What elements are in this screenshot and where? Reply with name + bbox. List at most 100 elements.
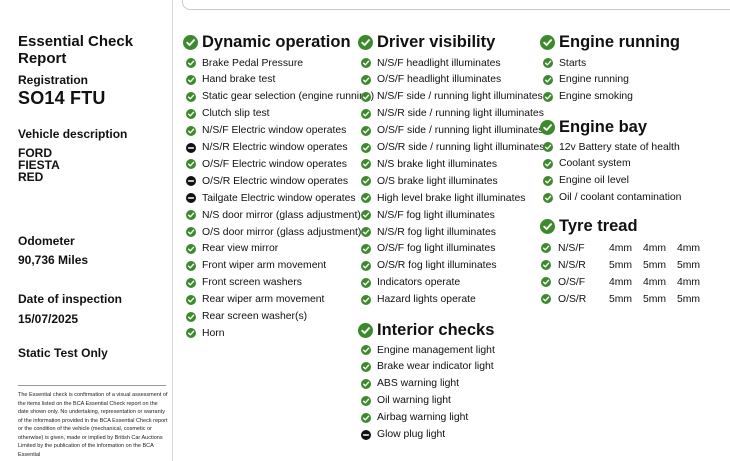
check-item-label: N/S/F fog light illuminates: [377, 209, 495, 221]
check-item-label: N/S/R side / running light illuminates: [377, 108, 544, 120]
tyre-position: O/S/F: [558, 276, 586, 288]
tread-depth: 4mm: [643, 276, 667, 288]
disclaimer-divider: [18, 385, 166, 386]
check-icon: [186, 210, 196, 221]
check-item: Front wiper arm movement: [186, 259, 326, 273]
check-item-label: 12v Battery state of health: [559, 141, 680, 153]
check-item: Indicators operate: [361, 276, 460, 290]
tread-depth: 5mm: [609, 259, 633, 271]
inspection-date-label: Date of inspection: [18, 292, 123, 306]
odometer-label: Odometer: [18, 234, 75, 248]
check-icon: [186, 311, 196, 322]
check-item-label: Oil warning light: [377, 395, 451, 407]
check-item: Coolant system: [543, 157, 631, 171]
check-item: Oil warning light: [361, 394, 451, 408]
engine-bay-section-title: Engine bay: [540, 118, 647, 137]
visibility-section-title: Driver visibility: [358, 33, 495, 52]
check-icon: [361, 176, 371, 187]
tyre-position: O/S/R: [558, 293, 587, 305]
check-icon: [361, 412, 371, 423]
check-icon: [186, 108, 196, 119]
check-item-label: Front screen washers: [202, 277, 302, 289]
disclaimer-text: The Essential check is confirmation of a…: [18, 392, 168, 458]
not-applicable-icon: [186, 176, 196, 187]
tread-depth: 4mm: [677, 276, 701, 288]
check-item-label: Engine running: [559, 74, 629, 86]
check-item: O/S door mirror (glass adjustment): [186, 225, 361, 239]
interior-section-title: Interior checks: [358, 321, 494, 340]
check-item-label: O/S/F Electric window operates: [202, 158, 347, 170]
check-item: Brake wear indicator light: [361, 360, 494, 374]
check-icon: [361, 260, 371, 271]
section-title-text: Driver visibility: [377, 33, 496, 51]
check-icon: [358, 323, 373, 338]
check-item-label: Front wiper arm movement: [202, 260, 327, 272]
section-title-text: Dynamic operation: [202, 33, 351, 51]
check-icon: [361, 58, 371, 68]
check-icon: [540, 120, 555, 135]
check-item: N/S door mirror (glass adjustment): [186, 208, 361, 222]
check-item: Oil / coolant contamination: [543, 191, 681, 205]
check-icon: [543, 142, 553, 152]
check-item-label: Rear screen washer(s): [202, 311, 308, 322]
tyre-position: N/S/F: [558, 242, 585, 254]
check-icon: [540, 35, 555, 50]
check-icon: [541, 243, 551, 253]
registration-value: SO14 FTU: [18, 88, 106, 108]
check-item: O/S/F fog light illuminates: [361, 242, 495, 256]
check-icon: [361, 243, 371, 254]
check-item: Tailgate Electric window operates: [186, 191, 356, 205]
check-icon: [541, 277, 551, 287]
check-item: Engine running: [543, 73, 629, 87]
check-icon: [543, 158, 553, 169]
check-item-label: Starts: [559, 57, 587, 69]
check-item-label: Airbag warning light: [377, 412, 469, 424]
check-icon: [361, 74, 371, 85]
check-item: O/S/R side / running light illuminates: [361, 141, 544, 155]
not-applicable-icon: [361, 429, 371, 440]
tread-depth: 4mm: [643, 242, 667, 254]
check-icon: [186, 227, 196, 237]
check-icon: [361, 227, 371, 237]
check-icon: [361, 277, 371, 288]
check-item-label: N/S brake light illuminates: [377, 158, 498, 170]
check-item: Rear wiper arm movement: [186, 293, 324, 307]
section-title-text: Interior checks: [377, 321, 495, 339]
check-item-label: N/S/F Electric window operates: [202, 125, 347, 137]
report-title: Essential Check Report: [18, 33, 134, 67]
check-icon: [361, 159, 371, 170]
vehicle-colour: RED: [18, 170, 44, 184]
check-item: O/S/F headlight illuminates: [361, 73, 501, 87]
check-item: Airbag warning light: [361, 411, 468, 425]
check-icon: [186, 260, 196, 271]
check-item: N/S/F headlight illuminates: [361, 56, 501, 70]
check-item: Static gear selection (engine running): [186, 90, 374, 104]
check-icon: [186, 294, 196, 305]
check-item-label: O/S/F headlight illuminates: [377, 74, 502, 86]
check-item-label: ABS warning light: [377, 378, 460, 390]
check-item-label: Engine oil level: [559, 175, 629, 187]
check-item: O/S/F side / running light illuminates: [361, 124, 543, 138]
check-item-label: Engine management light: [377, 344, 495, 356]
check-item-label: Hand brake test: [202, 74, 276, 86]
check-icon: [361, 193, 371, 204]
not-applicable-icon: [186, 142, 196, 153]
vehicle-model: FIESTA: [18, 158, 60, 172]
check-item-label: N/S/R fog light illuminates: [377, 226, 496, 238]
check-item: Hand brake test: [186, 73, 275, 87]
check-item: Rear view mirror: [186, 242, 278, 256]
tread-depth: 5mm: [643, 259, 667, 271]
check-item-label: Coolant system: [559, 158, 631, 170]
check-item-label: Rear view mirror: [202, 243, 279, 255]
engine-running-section-title: Engine running: [540, 33, 680, 52]
column-divider: [172, 0, 173, 461]
check-item-label: High level brake light illuminates: [377, 192, 526, 204]
check-item: High level brake light illuminates: [361, 191, 525, 205]
check-item: Brake Pedal Pressure: [186, 56, 303, 70]
test-type: Static Test Only: [18, 346, 108, 360]
check-icon: [361, 91, 371, 102]
check-item: O/S/R fog light illuminates: [361, 259, 497, 273]
